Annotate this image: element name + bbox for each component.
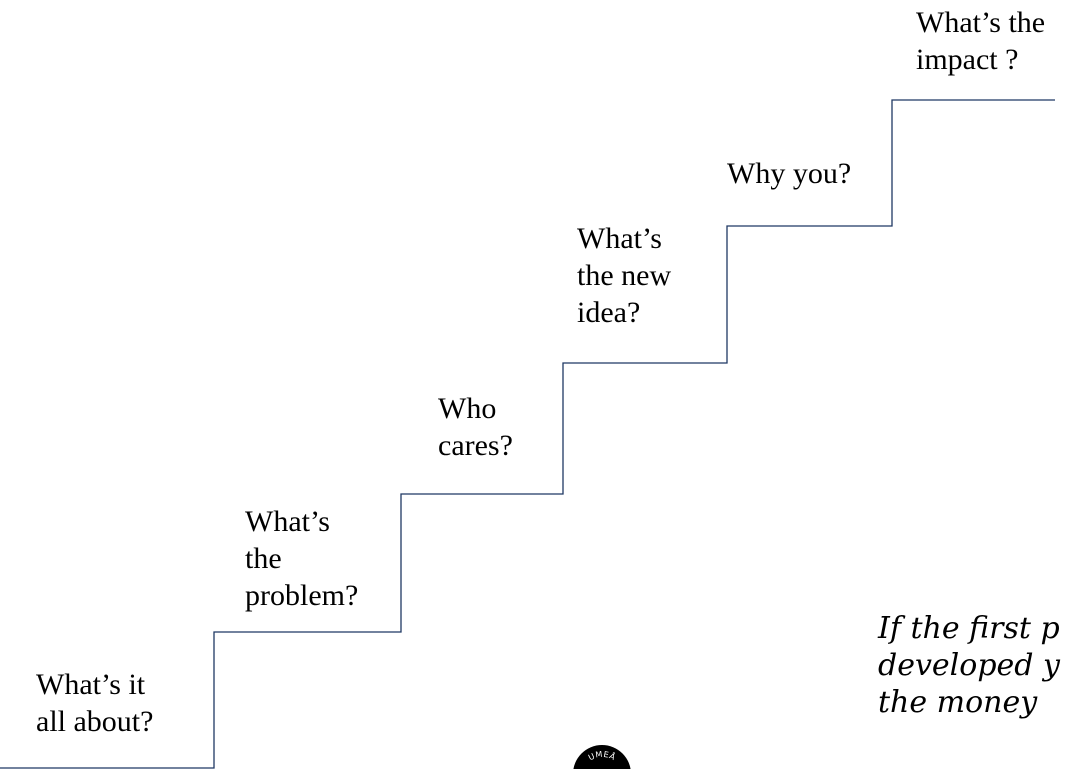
step-label-about: What’s it all about?: [36, 668, 154, 738]
step-label-impact: What’s the impact ?: [916, 6, 1046, 76]
step-label-why-you: Why you?: [727, 157, 852, 190]
step-label-new-idea: What’s the new idea?: [577, 222, 672, 329]
step-label-problem: What’s the problem?: [245, 505, 359, 612]
step-label-who-cares: Who cares?: [438, 392, 513, 462]
footnote-text: If the first p developed y the money: [878, 611, 1060, 720]
staircase-line: [0, 99, 1055, 769]
